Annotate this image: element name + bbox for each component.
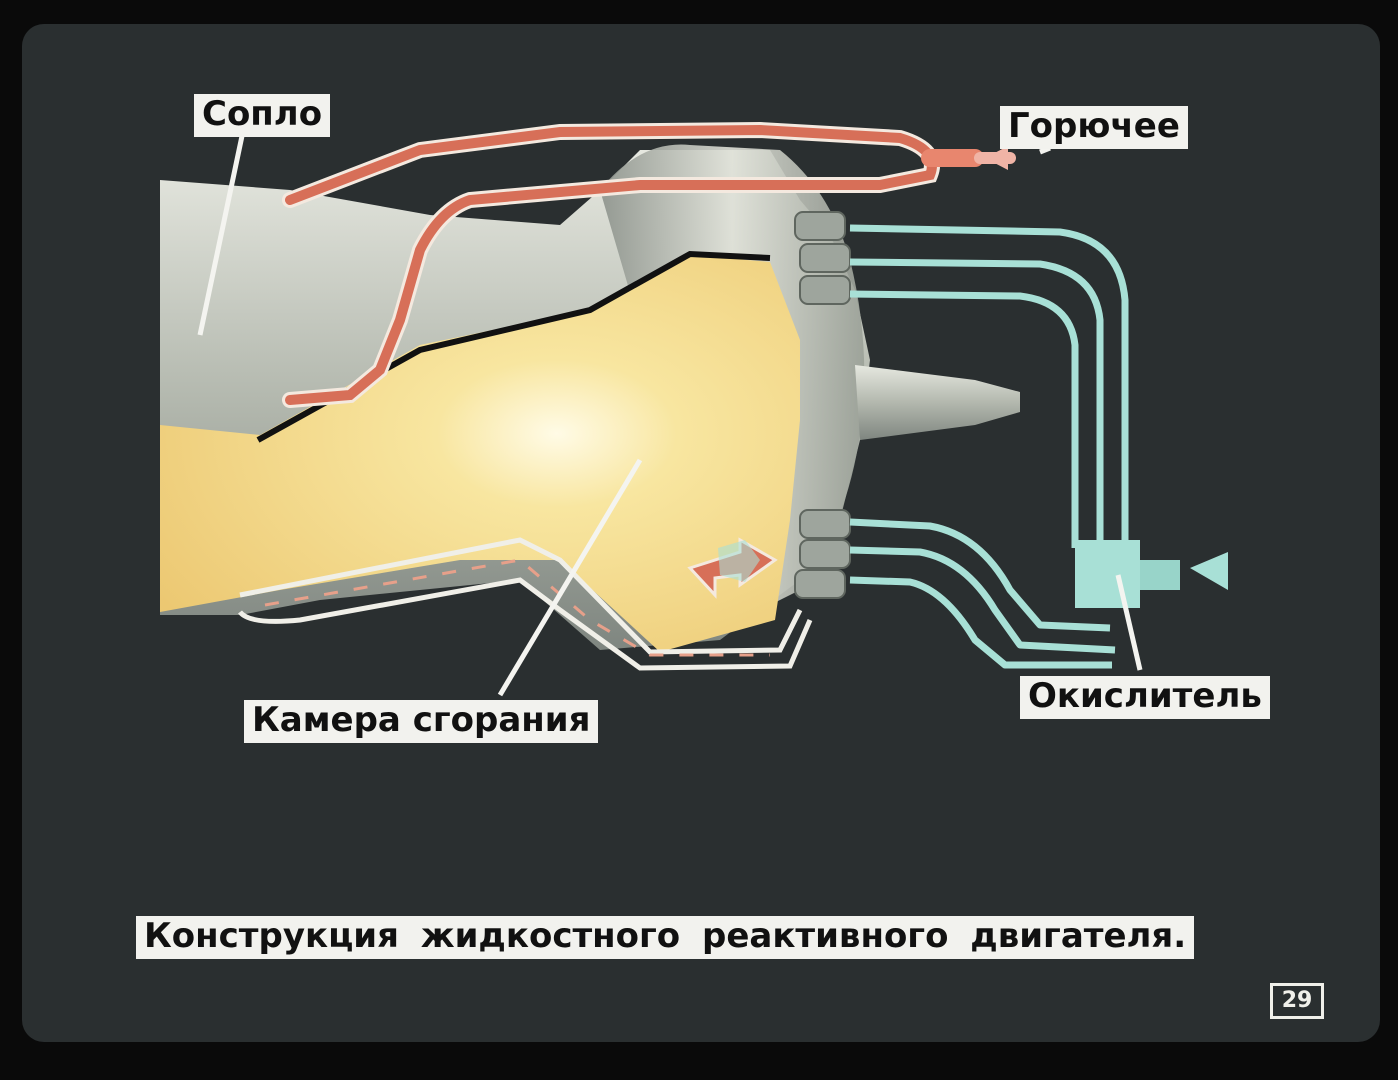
injector-ports — [794, 211, 851, 599]
combustion-chamber-label: Камера сгорания — [244, 700, 599, 744]
slide-caption: Конструкция жидкостного реактивного двиг… — [136, 916, 1195, 960]
leader-lines — [197, 135, 1143, 697]
nozzle-label: Сопло — [194, 94, 331, 138]
fuel-label: Горючее — [1000, 106, 1188, 150]
oxidizer-manifold — [1075, 540, 1228, 608]
cooling-jacket — [239, 537, 803, 655]
injector-cone — [855, 365, 1020, 440]
oxidizer-label: Окислитель — [1020, 676, 1270, 720]
fuel-pipes — [282, 121, 1016, 408]
oxidizer-pipes — [849, 224, 1129, 669]
flow-arrows — [687, 537, 778, 599]
combustion-flame — [160, 255, 800, 652]
frame-number-badge: 29 — [1270, 983, 1324, 1019]
